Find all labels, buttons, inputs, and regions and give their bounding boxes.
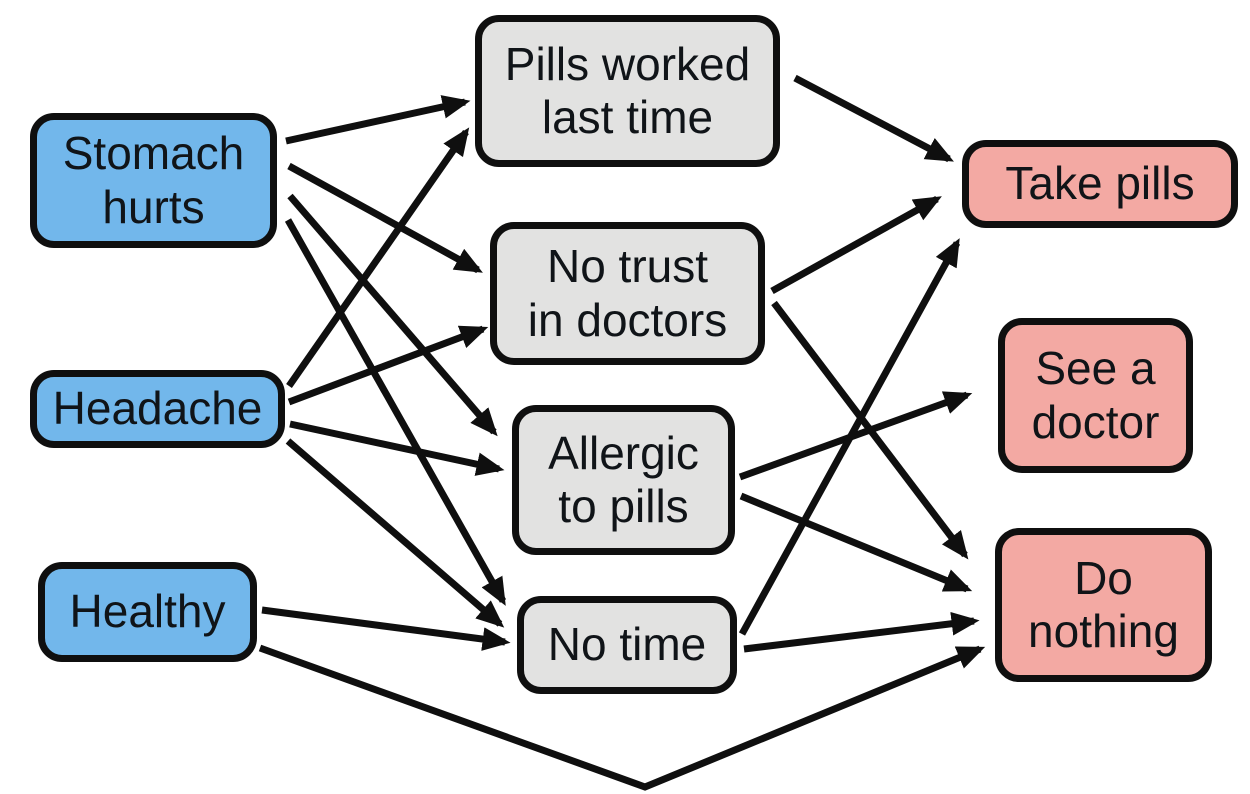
edge-headache-to-no-time [285, 438, 505, 628]
edge-allergic-to-do-nothing [739, 492, 973, 593]
edge-stomach-hurts-to-no-time [284, 218, 507, 606]
node-take-pills-label: Take pills [1005, 157, 1195, 210]
node-allergic-to-pills: Allergic to pills [512, 405, 735, 555]
edge-no-time-to-take-pills [738, 238, 961, 636]
node-no-trust-label: No trust in doctors [527, 240, 728, 346]
edge-headache-to-allergic [289, 420, 505, 476]
edge-stomach-hurts-to-pills-worked [285, 95, 471, 145]
node-do-nothing-label: Do nothing [1028, 551, 1179, 657]
edge-no-trust-to-do-nothing [771, 300, 969, 560]
node-healthy: Healthy [38, 562, 257, 662]
node-do-nothing: Do nothing [995, 528, 1212, 682]
node-allergic-label: Allergic to pills [548, 426, 699, 532]
edge-healthy-to-no-time [261, 606, 511, 651]
node-stomach-hurts: Stomach hurts [30, 113, 277, 248]
node-headache: Headache [30, 370, 285, 448]
edge-headache-to-pills-worked [286, 127, 470, 389]
node-healthy-label: Healthy [69, 585, 226, 638]
edge-pills-worked-to-take-pills [793, 74, 954, 163]
edge-no-time-to-do-nothing [743, 611, 980, 653]
node-stomach-hurts-label: Stomach hurts [62, 127, 245, 233]
node-pills-worked-label: Pills worked last time [504, 37, 751, 143]
edge-no-trust-to-take-pills [770, 195, 942, 295]
node-no-time-label: No time [547, 618, 707, 671]
node-no-time: No time [517, 596, 737, 694]
node-pills-worked-last-time: Pills worked last time [475, 15, 780, 167]
node-take-pills: Take pills [962, 140, 1238, 228]
node-headache-label: Headache [52, 382, 263, 435]
edge-stomach-hurts-to-no-trust [287, 162, 483, 274]
node-see-a-doctor: See a doctor [998, 318, 1193, 473]
node-no-trust-in-doctors: No trust in doctors [490, 222, 765, 365]
edge-allergic-to-see-doctor [738, 391, 973, 481]
edge-stomach-hurts-to-allergic [287, 193, 498, 437]
edge-headache-to-no-trust [287, 325, 489, 406]
node-see-doctor-label: See a doctor [1031, 342, 1160, 448]
